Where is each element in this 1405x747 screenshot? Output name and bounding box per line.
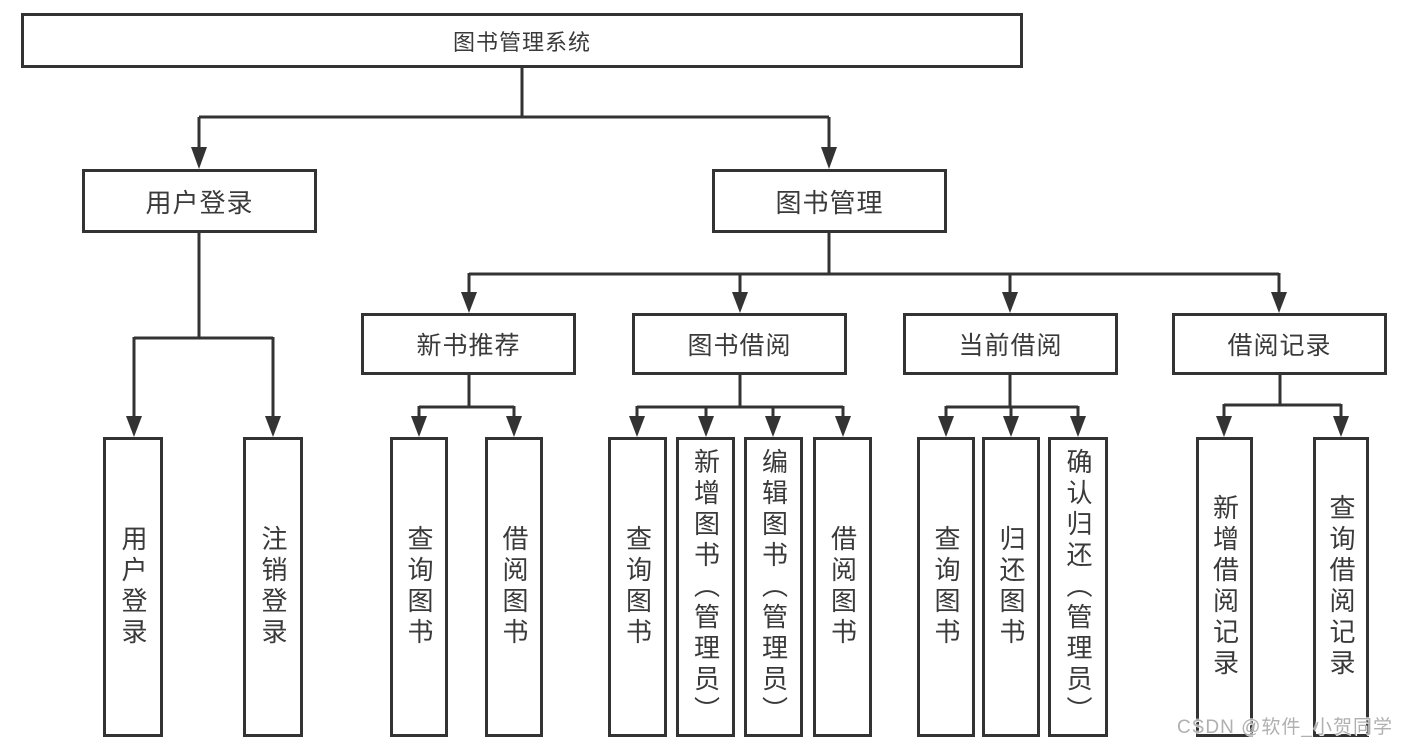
arrow-down-icon <box>265 416 281 437</box>
leaf-logout-label: 注销登录 <box>258 525 288 649</box>
arrow-down-icon <box>765 416 781 437</box>
leaf-borrow-books-recommend: 借阅图书 <box>485 437 543 737</box>
arrow-down-icon <box>835 416 851 437</box>
leaf-confirm-return-admin-label: 确认归还（管理员） <box>1063 447 1093 727</box>
leaf-query-books-borrow: 查询图书 <box>608 437 667 737</box>
watermark: CSDN @软件_小贺同学 <box>1177 717 1393 738</box>
arrow-down-icon <box>629 416 645 437</box>
leaf-query-books-borrow-label: 查询图书 <box>622 525 653 649</box>
node-new-book-recommend-label: 新书推荐 <box>416 332 521 360</box>
leaf-edit-books-admin: 编辑图书（管理员） <box>744 437 803 737</box>
node-book-management: 图书管理 <box>712 169 947 233</box>
node-book-management-label: 图书管理 <box>775 187 884 218</box>
node-user-login: 用户登录 <box>82 169 317 233</box>
node-borrowing-records-label: 借阅记录 <box>1227 332 1332 360</box>
leaf-return-books: 归还图书 <box>982 437 1040 737</box>
leaf-query-books-current-label: 查询图书 <box>931 525 961 649</box>
arrow-down-icon <box>1216 416 1232 437</box>
node-borrowing-records: 借阅记录 <box>1172 313 1387 375</box>
node-current-borrowing-label: 当前借阅 <box>958 332 1063 360</box>
node-user-login-label: 用户登录 <box>145 187 254 218</box>
arrow-down-icon <box>126 416 142 437</box>
arrow-down-icon <box>938 416 954 437</box>
leaf-borrow-books-recommend-label: 借阅图书 <box>499 525 529 649</box>
arrow-down-icon <box>191 147 207 169</box>
arrow-down-icon <box>698 416 714 437</box>
leaf-query-books-current: 查询图书 <box>917 437 975 737</box>
node-root: 图书管理系统 <box>21 13 1023 68</box>
arrow-down-icon <box>411 416 427 437</box>
arrow-down-icon <box>1271 292 1287 313</box>
leaf-confirm-return-admin: 确认归还（管理员） <box>1048 437 1108 737</box>
leaf-query-borrow-record: 查询借阅记录 <box>1313 437 1369 737</box>
arrow-down-icon <box>1070 416 1086 437</box>
leaf-borrow-books: 借阅图书 <box>813 437 872 737</box>
connector-paths <box>132 68 1343 418</box>
arrow-down-icon <box>1002 292 1018 313</box>
node-current-borrowing: 当前借阅 <box>903 313 1118 375</box>
node-root-label: 图书管理系统 <box>452 29 591 55</box>
leaf-edit-books-admin-label: 编辑图书（管理员） <box>758 447 789 727</box>
leaf-add-books-admin-label: 新增图书（管理员） <box>690 447 721 727</box>
leaf-query-books-recommend-label: 查询图书 <box>404 525 434 649</box>
node-book-borrowing: 图书借阅 <box>632 313 847 375</box>
arrow-down-icon <box>1333 416 1349 437</box>
node-book-borrowing-label: 图书借阅 <box>687 332 792 360</box>
arrow-down-icon <box>1003 416 1019 437</box>
leaf-add-borrow-record: 新增借阅记录 <box>1196 437 1253 737</box>
leaf-query-borrow-record-label: 查询借阅记录 <box>1326 494 1356 680</box>
leaf-user-login: 用户登录 <box>103 437 163 737</box>
arrowheads <box>126 147 1349 437</box>
leaf-borrow-books-label: 借阅图书 <box>827 525 858 649</box>
arrow-down-icon <box>461 292 477 313</box>
arrow-down-icon <box>506 416 522 437</box>
leaf-logout: 注销登录 <box>243 437 303 737</box>
leaf-return-books-label: 归还图书 <box>996 525 1026 649</box>
node-new-book-recommend: 新书推荐 <box>361 313 576 375</box>
leaf-user-login-label: 用户登录 <box>118 525 148 649</box>
leaf-add-borrow-record-label: 新增借阅记录 <box>1209 494 1240 680</box>
leaf-query-books-recommend: 查询图书 <box>390 437 448 737</box>
arrow-down-icon <box>821 147 837 169</box>
leaf-add-books-admin: 新增图书（管理员） <box>676 437 735 737</box>
arrow-down-icon <box>732 292 748 313</box>
